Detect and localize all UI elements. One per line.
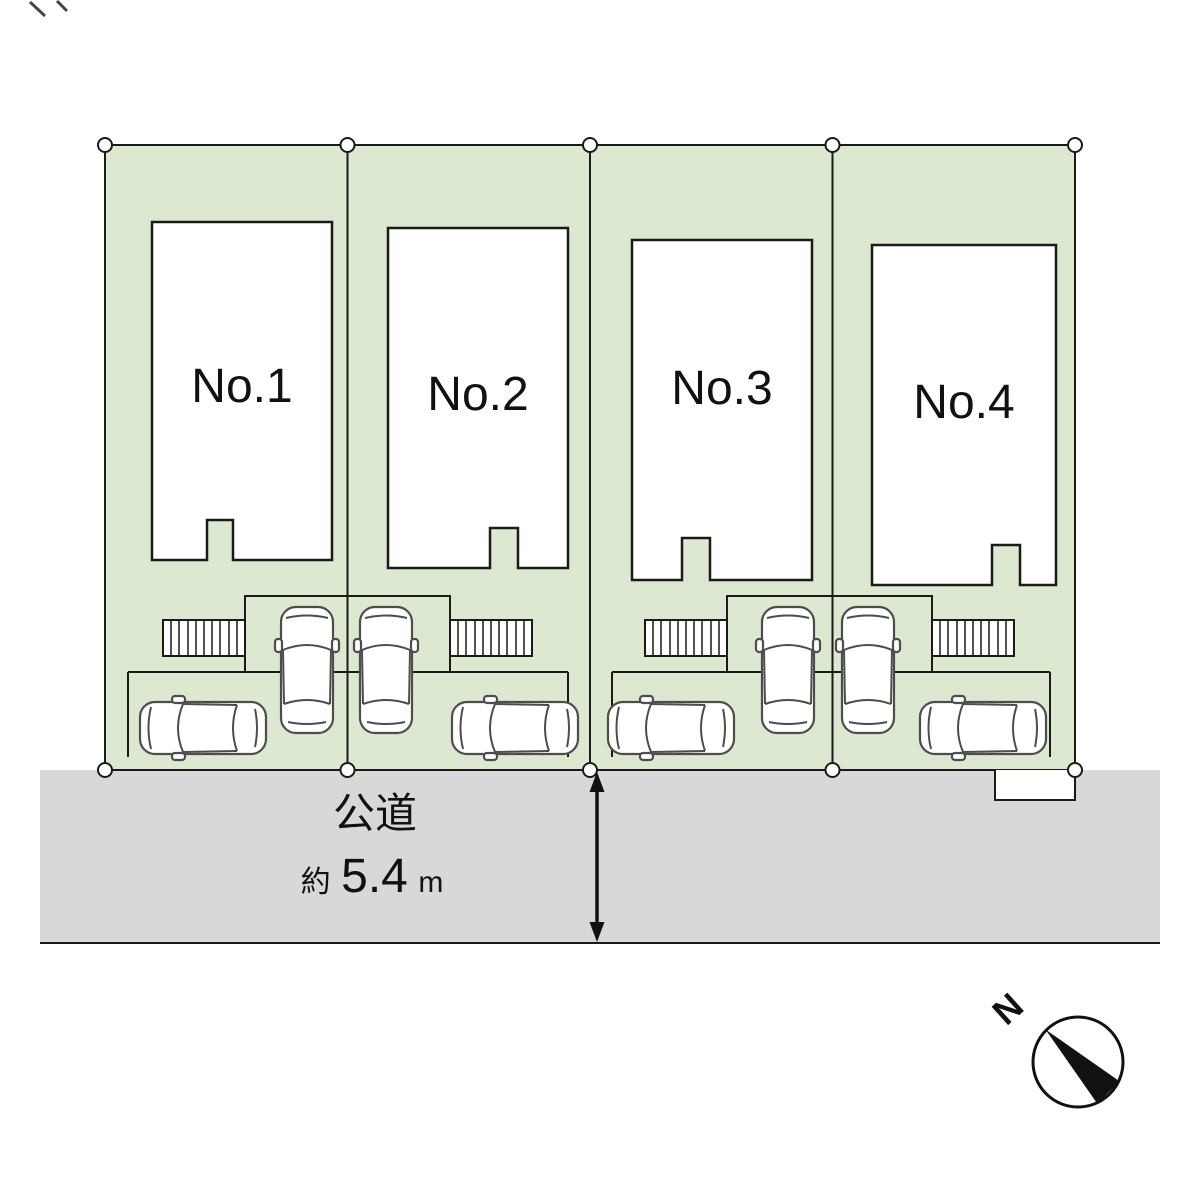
road-width-prefix: 約 xyxy=(301,866,331,899)
road-step-notch xyxy=(994,770,1076,801)
road-width-label: 約 5.4 m xyxy=(301,850,444,903)
road-width-arrow xyxy=(589,772,605,942)
stairs-lot3 xyxy=(644,619,728,657)
stairs-lot2 xyxy=(449,619,533,657)
road-name-label: 公道 xyxy=(333,790,417,837)
compass-needle xyxy=(1045,1029,1120,1104)
house-no1-outline xyxy=(150,220,334,562)
house-no4-outline xyxy=(870,243,1058,587)
stairs-lot4 xyxy=(931,619,1015,657)
stairs-lot1 xyxy=(162,619,246,657)
car-top-view-lot3-vertical xyxy=(754,605,822,735)
boundary-markers xyxy=(97,137,1083,778)
house-no3-outline xyxy=(630,238,814,582)
road-width-unit: m xyxy=(418,866,443,899)
compass: N xyxy=(984,985,1125,1109)
scan-artifact-marks xyxy=(28,0,69,18)
road-surface xyxy=(40,770,1160,943)
north-label: N xyxy=(984,985,1031,1033)
car-top-view-lot3-horizontal xyxy=(606,694,736,762)
lot-no2-label: No.2 xyxy=(427,368,528,421)
car-top-view-lot1-vertical xyxy=(273,605,341,735)
road-width-value: 5.4 xyxy=(341,850,408,903)
lot-no3-label: No.3 xyxy=(671,362,772,415)
car-top-view-lot4-vertical xyxy=(834,605,902,735)
car-top-view-lot2-vertical xyxy=(352,605,420,735)
compass-ring xyxy=(1031,1015,1125,1109)
house-no2-outline xyxy=(386,226,570,570)
lot-no1-label: No.1 xyxy=(191,360,292,413)
car-top-view-lot1-horizontal xyxy=(138,694,268,762)
car-top-view-lot2-horizontal xyxy=(450,694,580,762)
lot-no4-label: No.4 xyxy=(913,376,1014,429)
car-top-view-lot4-horizontal xyxy=(918,694,1048,762)
